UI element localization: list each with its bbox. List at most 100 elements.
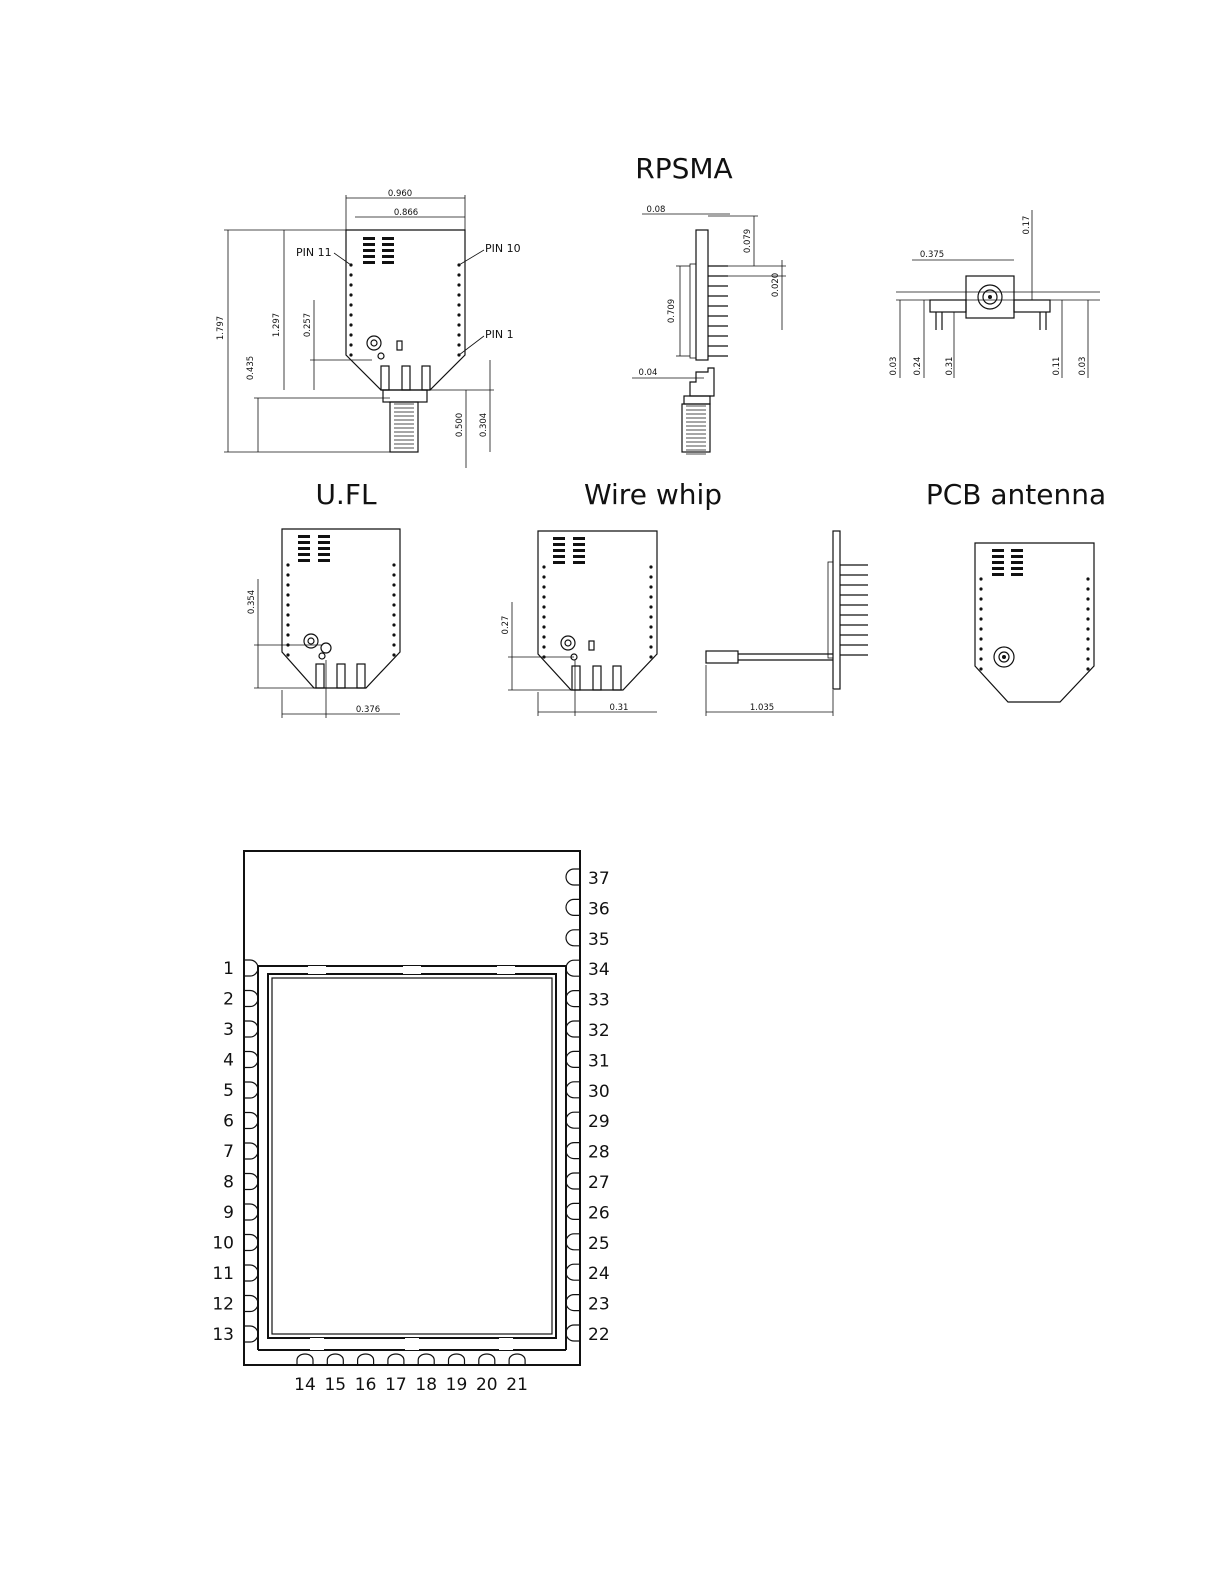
dim-side-008: 0.08 xyxy=(647,205,666,215)
bottom-pin-label: 18 xyxy=(415,1375,437,1395)
rpsma-side-view: 0.08 0.079 0.020 0.709 0.04 xyxy=(632,205,786,454)
bottom-pin-label: 17 xyxy=(385,1375,407,1395)
bottom-pin-labels: 14 15 16 17 18 19 20 21 xyxy=(294,1375,528,1395)
bottom-castellation xyxy=(388,1354,404,1365)
right-pin-label: 32 xyxy=(588,1021,610,1041)
right-castellation xyxy=(566,1021,580,1037)
left-castellation xyxy=(244,1326,258,1342)
left-castellation xyxy=(244,1143,258,1159)
title-wire-whip: Wire whip xyxy=(584,478,722,511)
label-pin1: PIN 1 xyxy=(485,328,514,341)
bottom-pin-label: 14 xyxy=(294,1375,316,1395)
right-pin-label: 31 xyxy=(588,1051,610,1071)
bottom-pin-label: 16 xyxy=(355,1375,377,1395)
footprint-module xyxy=(244,851,580,1365)
right-pin-label: 29 xyxy=(588,1112,610,1132)
bottom-castellation xyxy=(327,1354,343,1365)
dim-side-0709: 0.709 xyxy=(667,299,677,323)
dim-whip-027: 0.27 xyxy=(501,616,511,635)
left-castellation xyxy=(244,1082,258,1098)
left-pin-label: 7 xyxy=(223,1142,234,1162)
right-pin-label: 27 xyxy=(588,1173,610,1193)
wire-whip-front-view: 0.27 0.31 xyxy=(501,531,657,716)
left-pin-label: 2 xyxy=(223,990,234,1010)
dim-h-0304: 0.304 xyxy=(479,413,489,437)
left-pin-label: 13 xyxy=(212,1325,234,1345)
left-pin-label: 10 xyxy=(212,1234,234,1254)
left-castellation xyxy=(244,960,258,976)
label-pin11: PIN 11 xyxy=(296,246,332,259)
dim-top-011: 0.11 xyxy=(1052,357,1062,376)
ufl-view: 0.354 0.376 xyxy=(247,529,400,718)
right-pin-label: 24 xyxy=(588,1264,610,1284)
right-castellation xyxy=(566,960,580,976)
right-pin-label: 23 xyxy=(588,1295,610,1315)
left-castellation xyxy=(244,991,258,1007)
dim-h-0500: 0.500 xyxy=(455,413,465,437)
bottom-pin-label: 20 xyxy=(476,1375,498,1395)
pcb-antenna-view xyxy=(975,543,1094,702)
bottom-castellation xyxy=(358,1354,374,1365)
rpsma-front-view: 0.960 0.866 1.797 1.297 0.435 0.257 0.50… xyxy=(216,189,521,468)
dim-height-body: 1.297 xyxy=(272,313,282,337)
bottom-pin-label: 15 xyxy=(324,1375,346,1395)
right-pin-label: 36 xyxy=(588,899,610,919)
bottom-castellation xyxy=(297,1354,313,1365)
bottom-castellation xyxy=(509,1354,525,1365)
dim-h-0435: 0.435 xyxy=(246,356,256,380)
right-pin-label: 33 xyxy=(588,991,610,1011)
bottom-castellation xyxy=(479,1354,495,1365)
right-pin-label: 37 xyxy=(588,869,610,889)
wire-whip-side-view: 1.035 xyxy=(706,531,868,716)
bottom-pin-label: 19 xyxy=(446,1375,468,1395)
left-pin-label: 4 xyxy=(223,1051,234,1071)
right-pin-label: 30 xyxy=(588,1082,610,1102)
right-castellation xyxy=(566,1143,580,1159)
right-pin-label: 28 xyxy=(588,1143,610,1163)
left-pin-label: 3 xyxy=(223,1020,234,1040)
left-pin-label: 5 xyxy=(223,1081,234,1101)
dim-h-0257: 0.257 xyxy=(303,313,313,337)
left-castellation xyxy=(244,1021,258,1037)
bottom-castellation xyxy=(418,1354,434,1365)
dim-side-0079: 0.079 xyxy=(743,229,753,253)
right-pin-label: 34 xyxy=(588,960,610,980)
dim-top-031: 0.31 xyxy=(945,357,955,376)
left-pin-label: 1 xyxy=(223,959,234,979)
dim-top-017: 0.17 xyxy=(1022,216,1032,235)
right-castellation xyxy=(566,1325,580,1341)
right-castellation xyxy=(566,1264,580,1280)
dim-height-total: 1.797 xyxy=(216,316,226,340)
right-castellation xyxy=(566,1234,580,1250)
right-pin-label: 22 xyxy=(588,1325,610,1345)
bottom-pin-label: 21 xyxy=(506,1375,528,1395)
right-castellation xyxy=(566,1295,580,1311)
title-rpsma: RPSMA xyxy=(635,152,732,185)
left-castellation xyxy=(244,1265,258,1281)
left-pin-label: 8 xyxy=(223,1173,234,1193)
label-pin10: PIN 10 xyxy=(485,242,521,255)
right-pin-label: 25 xyxy=(588,1234,610,1254)
right-castellation xyxy=(566,930,580,946)
left-castellation xyxy=(244,1296,258,1312)
dim-whip-1035: 1.035 xyxy=(750,703,774,713)
dim-top-003a: 0.03 xyxy=(889,357,899,376)
left-castellation xyxy=(244,1204,258,1220)
dim-ufl-0354: 0.354 xyxy=(247,590,257,614)
right-pin-label: 26 xyxy=(588,1203,610,1223)
left-pin-label: 12 xyxy=(212,1295,234,1315)
right-castellation xyxy=(566,1082,580,1098)
title-pcb-antenna: PCB antenna xyxy=(926,478,1106,511)
dim-side-004: 0.04 xyxy=(639,368,658,378)
left-castellation xyxy=(244,1052,258,1068)
right-castellation xyxy=(566,991,580,1007)
dim-top-003b: 0.03 xyxy=(1078,357,1088,376)
dim-ufl-0376: 0.376 xyxy=(356,705,380,715)
bottom-castellation xyxy=(449,1354,465,1365)
dim-top-0375: 0.375 xyxy=(920,250,944,260)
dim-whip-031: 0.31 xyxy=(610,703,629,713)
right-castellation xyxy=(566,899,580,915)
